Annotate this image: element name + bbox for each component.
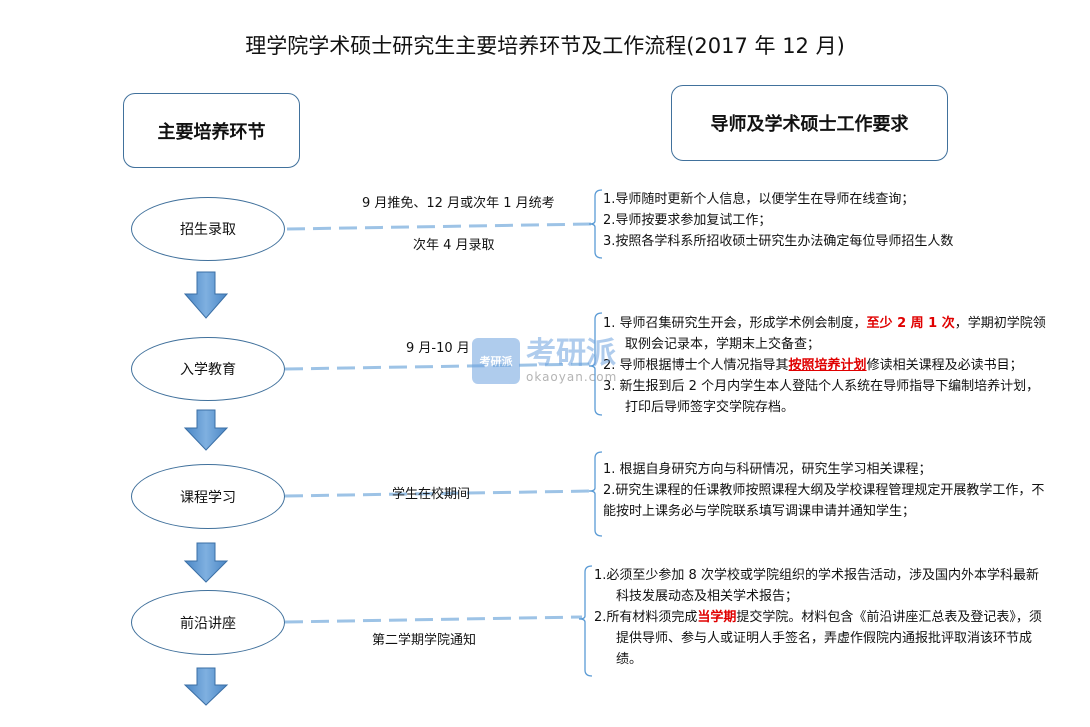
left-column-header: 主要培养环节 — [123, 93, 300, 168]
requirements-enrollment: 1.导师随时更新个人信息，以便学生在导师在线查询； 2.导师按要求参加复试工作；… — [603, 189, 1053, 252]
requirement-item: 1. 根据自身研究方向与科研情况，研究生学习相关课程； — [603, 462, 932, 477]
stage-lectures: 前沿讲座 — [131, 590, 285, 655]
right-column-header: 导师及学术硕士工作要求 — [671, 85, 948, 161]
watermark: 考研派 考研派 okaoyan.com — [472, 338, 617, 384]
text: 2. 导师根据博士个人情况指导其 — [603, 358, 789, 373]
watermark-brand: 考研派 — [526, 336, 616, 371]
requirement-item: 2.研究生课程的任课教师按照课程大纲及学校课程管理规定开展教学工作，不能按时上课… — [603, 483, 1045, 519]
down-arrow-icon — [183, 667, 229, 706]
requirement-item: 2.所有材料须完成当学期提交学院。材料包含《前沿讲座汇总表及登记表》，须提供导师… — [594, 607, 1049, 670]
dashed-connector — [286, 222, 593, 231]
brace — [588, 451, 603, 537]
timeline-label: 学生在校期间 — [392, 487, 471, 502]
text: 2.所有材料须完成 — [594, 610, 698, 625]
requirements-coursework: 1. 根据自身研究方向与科研情况，研究生学习相关课程； 2.研究生课程的任课教师… — [603, 459, 1048, 522]
stage-enrollment: 招生录取 — [131, 197, 285, 261]
requirements-orientation: 1. 导师召集研究生开会，形成学术例会制度，至少 2 周 1 次，学期初学院领取… — [603, 313, 1048, 418]
highlight-text: 当学期 — [697, 610, 737, 625]
brace — [588, 312, 603, 416]
highlight-text: 按照培养计划 — [788, 358, 867, 373]
requirement-item: 1.必须至少参加 8 次学校或学院组织的学术报告活动，涉及国内外本学科最新科技发… — [594, 568, 1039, 604]
text: 1. 导师召集研究生开会，形成学术例会制度， — [603, 316, 867, 331]
requirement-item: 3.按照各学科系所招收硕士研究生办法确定每位导师招生人数 — [603, 234, 954, 249]
timeline-label: 9 月-10 月 — [406, 341, 470, 356]
requirements-lectures: 1.必须至少参加 8 次学校或学院组织的学术报告活动，涉及国内外本学科最新科技发… — [594, 565, 1049, 670]
text: ，学期初学院领取例会记录本，学期末上交备查； — [625, 316, 1046, 352]
page-title: 理学院学术硕士研究生主要培养环节及工作流程(2017 年 12 月) — [245, 34, 845, 58]
down-arrow-icon — [183, 271, 229, 319]
brace — [588, 189, 603, 259]
stage-orientation: 入学教育 — [131, 337, 285, 401]
text: 提交学院。材料包含《前沿讲座汇总表及登记表》，须提供导师、参与人或证明人手签名，… — [616, 610, 1042, 667]
down-arrow-icon — [183, 542, 229, 583]
dashed-connector — [284, 615, 583, 624]
requirement-item: 1. 导师召集研究生开会，形成学术例会制度，至少 2 周 1 次，学期初学院领取… — [603, 313, 1048, 355]
requirement-item: 2.导师按要求参加复试工作； — [603, 213, 772, 228]
stage-coursework: 课程学习 — [131, 464, 285, 529]
timeline-label: 第二学期学院通知 — [372, 633, 477, 648]
highlight-text: 至少 2 周 1 次 — [866, 316, 955, 331]
requirement-item: 1.导师随时更新个人信息，以便学生在导师在线查询； — [603, 192, 915, 207]
watermark-url: okaoyan.com — [526, 370, 618, 384]
requirement-item: 3. 新生报到后 2 个月内学生本人登陆个人系统在导师指导下编制培养计划，打印后… — [603, 379, 1040, 415]
brace — [578, 565, 593, 677]
timeline-label: 9 月推免、12 月或次年 1 月统考 — [362, 196, 555, 211]
text: 修读相关课程及必读书目； — [866, 358, 1023, 373]
timeline-label: 次年 4 月录取 — [413, 238, 495, 253]
requirement-item: 2. 导师根据博士个人情况指导其按照培养计划修读相关课程及必读书目； — [603, 355, 1048, 376]
watermark-logo-icon: 考研派 — [472, 338, 520, 384]
down-arrow-icon — [183, 409, 229, 451]
